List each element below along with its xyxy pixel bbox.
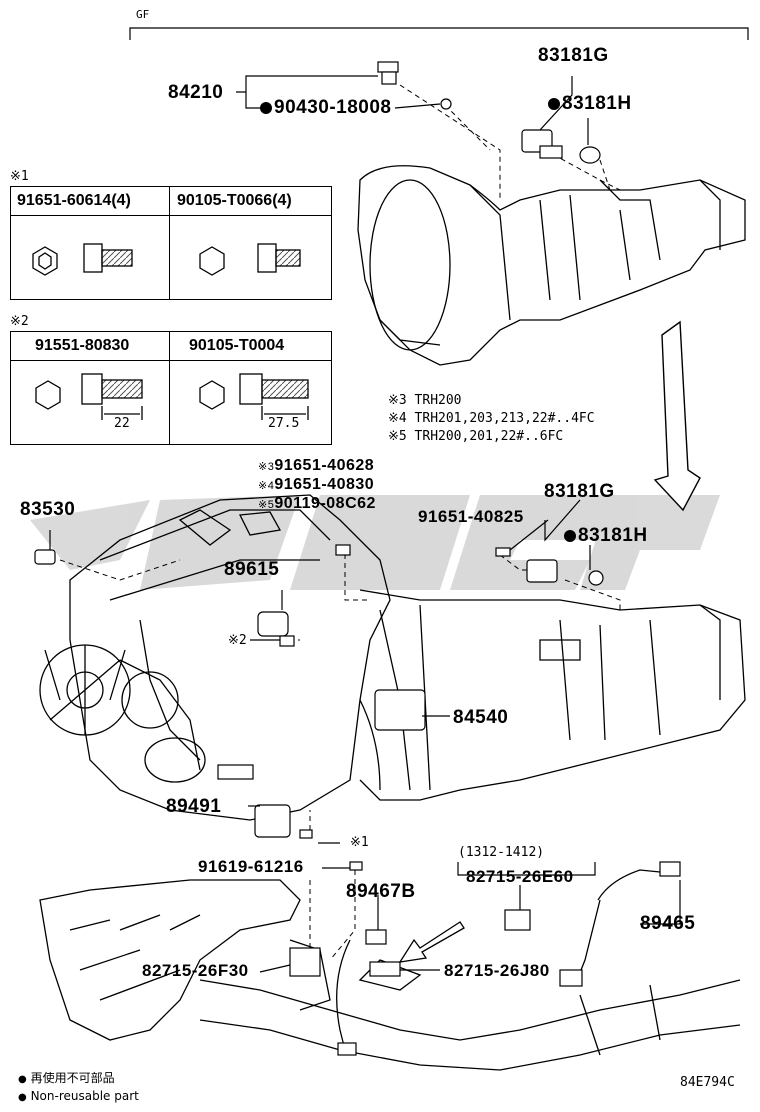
part-82715-26E60[interactable]: 82715-26E60 <box>466 867 574 886</box>
table1-col1[interactable]: 91651-60614(4) <box>17 192 131 209</box>
exhaust-assembly <box>39 869 741 1071</box>
table1-mark: ※1 <box>10 169 29 184</box>
upper-transmission <box>357 165 746 366</box>
table2-mark: ※2 <box>10 314 29 329</box>
part-83181H-mid[interactable]: 83181H <box>564 526 648 545</box>
sensor-89467B <box>365 929 387 945</box>
callout-ref-2: ※2 <box>228 633 247 648</box>
sensor-83181G-mid <box>526 559 558 583</box>
note-3: ※3 TRH200 <box>388 393 462 408</box>
part-89467B[interactable]: 89467B <box>346 881 416 902</box>
bolt-variant-1[interactable]: ※391651-40628 <box>258 457 375 474</box>
watermark-logo <box>30 495 720 590</box>
bracket-82715-26F30 <box>289 947 321 977</box>
table2-col2[interactable]: 90105-T0004 <box>189 337 285 354</box>
direction-arrow <box>653 320 701 512</box>
part-91619-61216[interactable]: 91619-61216 <box>198 857 304 876</box>
part-83181G-mid[interactable]: 83181G <box>544 481 615 502</box>
sensor-84210 <box>377 61 452 110</box>
non-reusable-dot-icon <box>564 530 576 542</box>
actuator-84540 <box>374 689 426 731</box>
switch-89615 <box>257 611 289 637</box>
part-83181H-top[interactable]: 83181H <box>548 94 632 113</box>
sensor-83530 <box>34 549 56 565</box>
sensor-83181G-top <box>521 129 601 164</box>
table1-col2[interactable]: 90105-T0066(4) <box>177 192 292 209</box>
part-83530[interactable]: 83530 <box>20 499 76 520</box>
group-bracket <box>129 27 749 40</box>
non-reusable-dot-icon <box>548 98 560 110</box>
part-91651-40825[interactable]: 91651-40825 <box>418 507 524 526</box>
part-82715-26J80[interactable]: 82715-26J80 <box>444 961 550 980</box>
note-4: ※4 TRH201,203,213,22#..4FC <box>388 411 595 426</box>
engine-assembly <box>39 494 746 821</box>
bolt-89615 <box>279 635 295 647</box>
part-83181G-top[interactable]: 83181G <box>538 45 609 66</box>
part-89465[interactable]: 89465 <box>640 913 696 934</box>
part-84210[interactable]: 84210 <box>168 82 224 103</box>
sensor-89465 <box>659 861 681 877</box>
callout-ref-1: ※1 <box>350 835 369 850</box>
part-82715-26F30[interactable]: 82715-26F30 <box>142 961 249 980</box>
bolt-variant-3[interactable]: ※590119-08C62 <box>258 495 376 512</box>
dimension-27-5: 27.5 <box>268 416 300 431</box>
legend-jp: ● 再使用不可部品 <box>18 1071 115 1085</box>
bolt-variant <box>335 544 351 556</box>
legend-dot-icon: ● <box>18 1092 27 1103</box>
bolt-table-2: 91551-80830 90105-T0004 <box>10 331 332 445</box>
bolt-variant-2[interactable]: ※491651-40830 <box>258 476 375 493</box>
legend-dot-icon: ● <box>18 1074 27 1085</box>
group-code: GF <box>136 8 150 21</box>
non-reusable-dot-icon <box>260 102 272 114</box>
figure-code: 84E794C <box>680 1075 735 1090</box>
legend-en: ● Non-reusable part <box>18 1089 139 1103</box>
part-84540[interactable]: 84540 <box>453 707 509 728</box>
date-range: (1312-1412) <box>458 845 545 860</box>
part-89491[interactable]: 89491 <box>166 796 222 817</box>
dimension-22: 22 <box>114 416 130 431</box>
bracket-82715-26E60 <box>504 909 531 931</box>
bracket-82715-26J80 <box>369 961 401 977</box>
direction-arrow-lower <box>398 921 465 963</box>
bolt-table-1: 91651-60614(4) 90105-T0066(4) <box>10 186 332 300</box>
part-89615[interactable]: 89615 <box>224 559 280 580</box>
bolt-icons <box>32 243 309 420</box>
legend: ● 再使用不可部品 ● Non-reusable part <box>18 1070 139 1106</box>
note-5: ※5 TRH200,201,22#..6FC <box>388 429 564 444</box>
part-90430-18008[interactable]: 90430-18008 <box>260 98 392 117</box>
module-89491 <box>254 804 291 838</box>
table2-col1[interactable]: 91551-80830 <box>35 337 130 354</box>
